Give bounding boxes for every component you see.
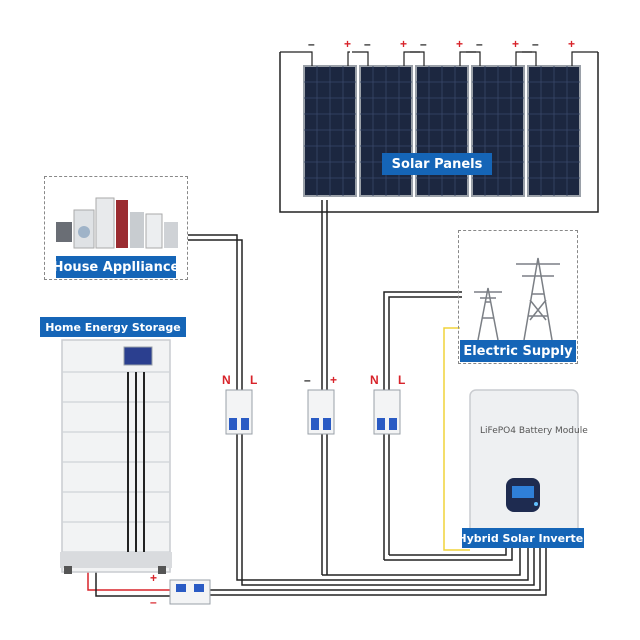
battery-pos-sign: +	[150, 571, 158, 585]
electric-supply-label: Electric Supply	[460, 340, 576, 362]
panel-neg-sign: –	[476, 37, 483, 51]
panel-neg-sign: –	[364, 37, 371, 51]
bus-wiring	[210, 545, 547, 596]
solar-panel	[280, 51, 357, 197]
hybrid-inverter-label: Hybrid Solar Inverter	[457, 528, 589, 548]
pylon-illustration	[474, 257, 560, 341]
breaker-appliance	[225, 389, 253, 435]
breaker-appliance-left-mark: N	[222, 373, 231, 387]
yellow-ground-wire	[443, 327, 470, 551]
breaker-battery	[169, 579, 211, 605]
panel-neg-sign: –	[420, 37, 427, 51]
breaker-grid-left-mark: N	[370, 373, 379, 387]
house-appliance-label: House Applliance	[53, 256, 179, 278]
breaker-solar-right-mark: +	[330, 373, 338, 387]
grid-wiring	[383, 291, 462, 560]
breaker-grid-right-mark: L	[398, 373, 406, 387]
panel-pos-sign: +	[456, 37, 464, 51]
home-energy-storage-unit	[60, 339, 172, 574]
breaker-grid	[373, 389, 401, 435]
panel-pos-sign: +	[512, 37, 520, 51]
home-energy-storage-label: Home Energy Storage	[40, 317, 186, 337]
battery-module-text: LiFePO4 Battery Module	[480, 426, 588, 436]
solar-panel	[522, 51, 598, 197]
solar-panel	[466, 51, 532, 197]
battery-cable-black	[95, 572, 170, 597]
appliance-illustration	[56, 197, 178, 249]
appliance-wiring	[188, 234, 243, 575]
appliance-frame	[44, 176, 188, 280]
panel-pos-sign: +	[400, 37, 408, 51]
panel-pos-sign: +	[568, 37, 576, 51]
panel-pos-sign: +	[344, 37, 352, 51]
battery-cable-red	[87, 572, 170, 591]
breaker-solar-left-mark: –	[304, 373, 311, 387]
battery-neg-sign: –	[150, 595, 157, 609]
solar-array-wiring	[279, 52, 599, 575]
solar-panels-label: Solar Panels	[382, 153, 492, 175]
breaker-solar	[307, 389, 335, 435]
panel-neg-sign: –	[308, 37, 315, 51]
panel-neg-sign: –	[532, 37, 539, 51]
hybrid-inverter-unit	[469, 389, 579, 543]
electric-supply-frame	[458, 230, 578, 364]
breaker-appliance-right-mark: L	[250, 373, 258, 387]
